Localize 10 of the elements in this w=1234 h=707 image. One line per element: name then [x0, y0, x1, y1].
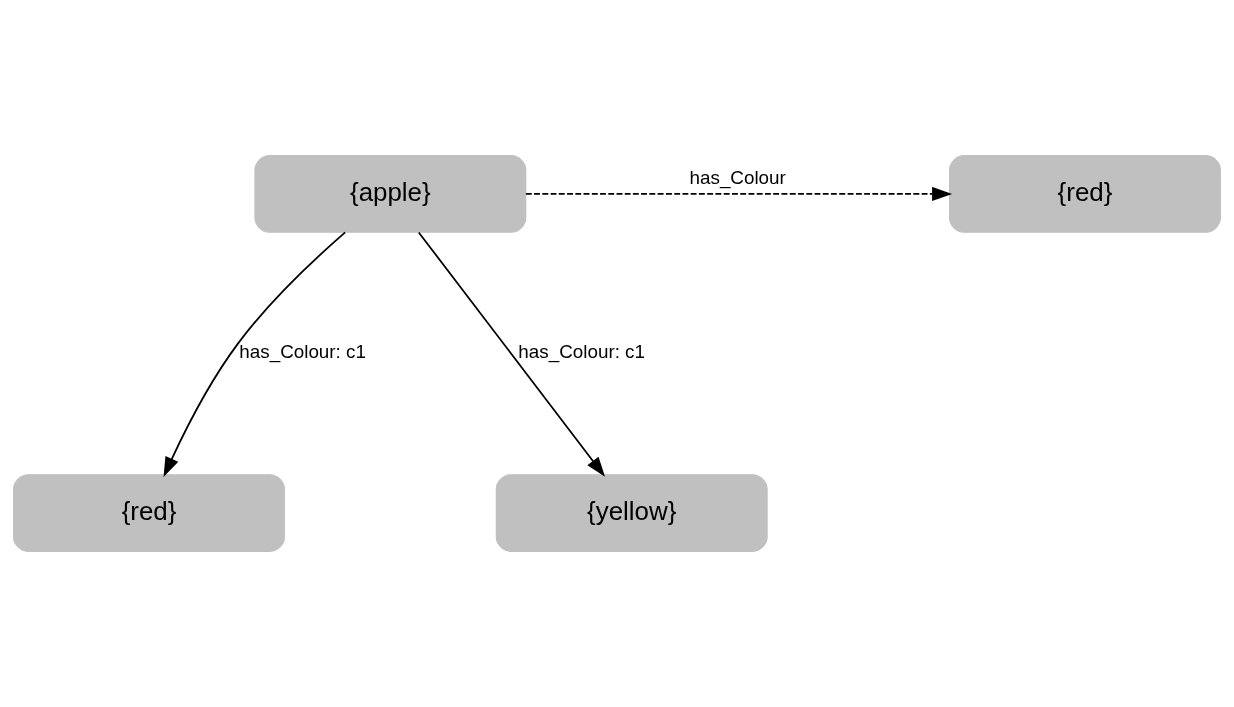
edge-label: has_Colour [689, 167, 786, 189]
node-box: {red} [13, 474, 285, 552]
edge-label: has_Colour: c1 [239, 340, 366, 362]
arrow [417, 231, 606, 477]
arrow [163, 231, 346, 478]
arrow [525, 186, 953, 201]
node-box: {apple} [254, 155, 527, 233]
node-box: {red} [949, 155, 1221, 233]
edge-label: has_Colour: c1 [518, 340, 645, 362]
node-box: {yellow} [495, 474, 768, 552]
